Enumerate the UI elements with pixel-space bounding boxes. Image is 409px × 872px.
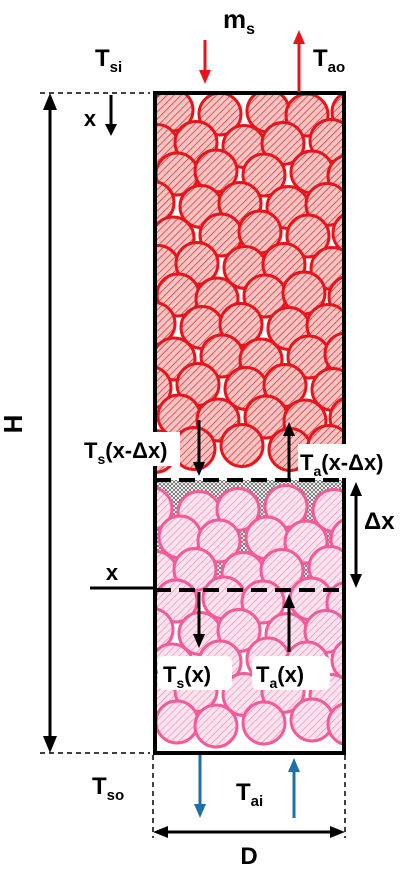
particle-bed: [155, 93, 344, 749]
solid-mass-flow-label: ms: [223, 4, 255, 38]
upper-particle: [155, 180, 176, 225]
slice-thickness-dimension: [350, 482, 362, 588]
solid-inflow-arrow: [199, 40, 211, 84]
solid-temp-bottom-label: Ts(x): [163, 662, 211, 691]
air-temp-top-background: [298, 444, 404, 478]
lower-particle: [241, 700, 287, 746]
upper-particle: [323, 331, 344, 377]
air-temp-bottom-background: [252, 656, 330, 690]
x-direction-arrow: [105, 95, 117, 136]
air-temp-bottom-arrow: [283, 594, 295, 652]
solid-temp-top-label: Ts(x-Δx): [84, 438, 168, 467]
upper-particle: [155, 301, 177, 346]
air-outlet-temp-label: Tao: [313, 45, 345, 76]
air-temp-bottom-label: Ta(x): [256, 662, 304, 691]
air-inlet-temp-label: Tai: [236, 779, 263, 810]
lower-particle: [330, 639, 344, 681]
slice-position-label: x: [106, 560, 119, 585]
lower-particle: [155, 607, 175, 652]
column-walls: [153, 91, 346, 755]
lower-particle: [193, 703, 239, 749]
air-temp-top-label: Ta(x-Δx): [300, 450, 384, 479]
upper-particle: [219, 423, 265, 468]
slice-thickness-label: Δx: [364, 508, 395, 535]
solid-temp-top-background: [80, 432, 180, 466]
diameter-label: D: [240, 843, 257, 870]
solid-temp-bottom-background: [158, 656, 232, 690]
air-temp-top-arrow: [283, 422, 295, 478]
lower-particle: [155, 699, 200, 745]
height-label: H: [0, 415, 28, 434]
slice-boundaries: [155, 478, 344, 592]
air-inflow-arrow: [288, 758, 300, 818]
solid-outlet-temp-label: Tso: [92, 773, 124, 804]
upper-particle: [331, 212, 344, 254]
solid-temp-top-arrow: [193, 420, 205, 476]
diameter-dimension: [152, 755, 346, 838]
air-outflow-arrow: [293, 30, 305, 92]
lower-particle: [326, 702, 344, 746]
lower-particle: [289, 697, 335, 743]
solid-outflow-arrow: [194, 755, 206, 818]
upper-particle: [197, 93, 243, 137]
solid-inlet-temp-label: Tsi: [95, 45, 122, 76]
x-coordinate-label: x: [84, 106, 97, 131]
height-dimension: [40, 92, 150, 754]
solid-temp-bottom-arrow: [193, 592, 205, 648]
